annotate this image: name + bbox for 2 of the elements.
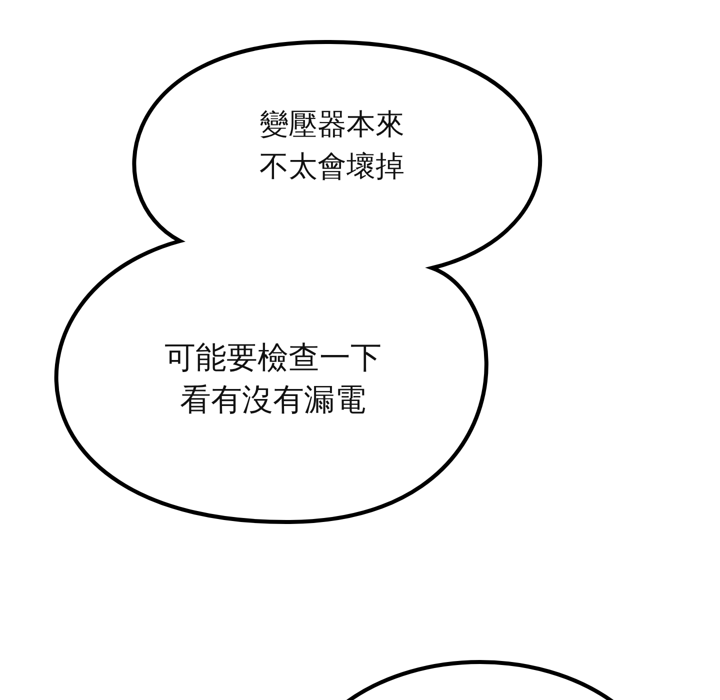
speech-text: 可能要檢查一下看有沒有漏電 xyxy=(164,339,382,420)
speech-text: 變壓器本來不太會壞掉 xyxy=(258,106,406,185)
